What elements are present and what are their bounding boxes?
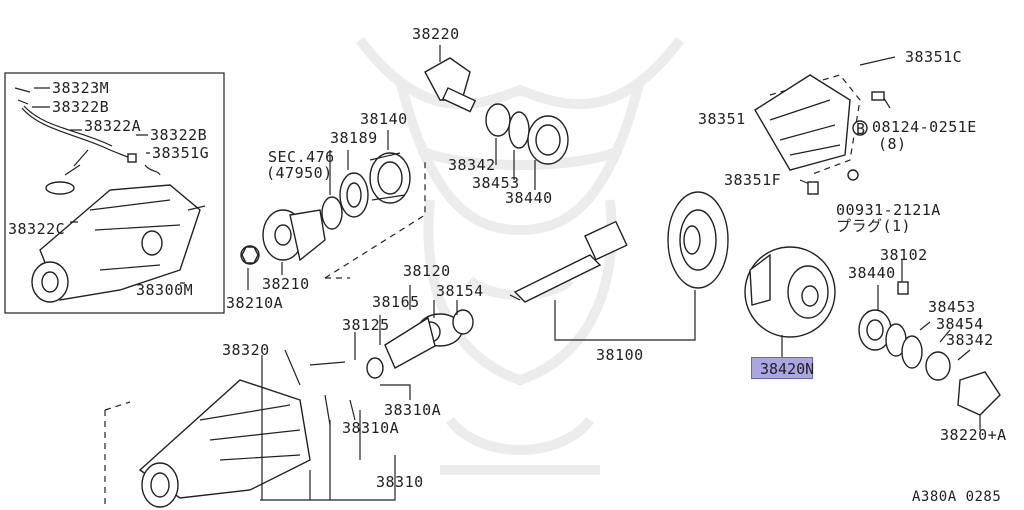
part-label-38154[interactable]: 38154 (436, 282, 484, 300)
part-label-38342-top[interactable]: 38342 (448, 156, 496, 174)
watermark-crest (356, 36, 684, 475)
part-label-38310[interactable]: 38310 (376, 473, 424, 491)
part-label-38210A[interactable]: 38210A (226, 294, 284, 312)
part-label-00931-2121A[interactable]: 00931-2121A (836, 201, 941, 219)
part-label-38140[interactable]: 38140 (360, 110, 408, 128)
part-label-38310A-1[interactable]: 38310A (384, 401, 442, 419)
part-label-38322B-right[interactable]: 38322B (150, 126, 208, 144)
part-label-38189[interactable]: 38189 (330, 129, 378, 147)
part-label-08124-0251E[interactable]: 08124-0251E (872, 118, 977, 136)
part-label-circle-b: B (856, 120, 866, 138)
part-label-38220A[interactable]: 38220+A (940, 426, 1007, 444)
part-label-38320[interactable]: 38320 (222, 341, 270, 359)
part-label-38351[interactable]: 38351 (698, 110, 746, 128)
part-label-38323M[interactable]: 38323M (52, 79, 110, 97)
inset-box (4, 72, 225, 314)
part-label-38210[interactable]: 38210 (262, 275, 310, 293)
part-label-08124-qty: (8) (878, 135, 907, 153)
part-label-38440-right[interactable]: 38440 (848, 264, 896, 282)
part-label-38322A[interactable]: 38322A (84, 117, 142, 135)
part-label-sec476[interactable]: SEC.476 (268, 148, 335, 166)
part-label-38454[interactable]: 38454 (936, 315, 984, 333)
part-label-38220[interactable]: 38220 (412, 25, 460, 43)
part-label-38453-right[interactable]: 38453 (928, 298, 976, 316)
part-label-38440-top[interactable]: 38440 (505, 189, 553, 207)
part-label-47950[interactable]: (47950) (266, 164, 333, 182)
part-label-38351C[interactable]: 38351C (905, 48, 963, 66)
part-label-38351G[interactable]: 38351G (152, 144, 210, 162)
part-label-38300M[interactable]: 38300M (136, 281, 194, 299)
part-label-38310A-2[interactable]: 38310A (342, 419, 400, 437)
part-label-38322B-left[interactable]: 38322B (52, 98, 110, 116)
part-label-38453-top[interactable]: 38453 (472, 174, 520, 192)
part-label-38120[interactable]: 38120 (403, 262, 451, 280)
part-label-38125[interactable]: 38125 (342, 316, 390, 334)
part-label-38322C[interactable]: 38322C (8, 220, 66, 238)
part-label-38165[interactable]: 38165 (372, 293, 420, 311)
part-label-38351F[interactable]: 38351F (724, 171, 782, 189)
highlight-38420N (751, 357, 813, 379)
part-label-38420N[interactable]: 38420N (760, 360, 815, 378)
diagram-code: A380A 0285 (912, 489, 1002, 505)
part-label-38100[interactable]: 38100 (596, 346, 644, 364)
part-label-38102[interactable]: 38102 (880, 246, 928, 264)
part-label-38342-right[interactable]: 38342 (946, 331, 994, 349)
part-label-00931-plug: プラグ(1) (836, 217, 912, 235)
